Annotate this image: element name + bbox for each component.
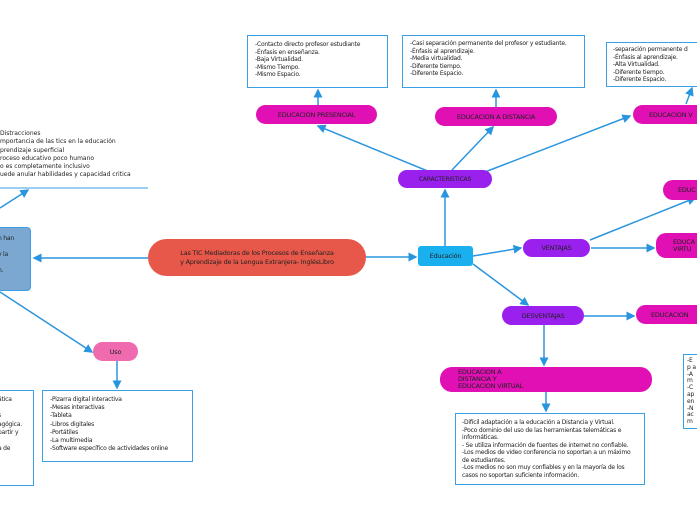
educacion-node[interactable]: Educación (418, 246, 473, 266)
left-bottom-box: ática s agógica. partir y a de (0, 390, 34, 486)
presencial-node[interactable]: EDUCACION PRESENCIAL (256, 105, 377, 124)
desventajas-child-1[interactable]: EDUCACION (636, 305, 697, 324)
distancia-box: -Casi separación permanente del profesor… (402, 35, 585, 88)
ventajas-child-2[interactable]: EDUCA VIRTU (656, 233, 697, 258)
ventajas-node[interactable]: VENTAJAS (523, 239, 590, 257)
uso-node[interactable]: Uso (93, 342, 138, 361)
left-box: n han y la n. (0, 227, 31, 291)
presencial-box: -Contacto directo profesor estudiante -É… (247, 35, 388, 88)
distancia-node[interactable]: EDUCACION A DISTANCIA (435, 107, 557, 126)
virtual-node[interactable]: EDUCACION V (633, 105, 697, 124)
desventajas-child-2[interactable]: EDUCACION A DISTANCIA Y EDUCACION VIRTUA… (440, 367, 652, 392)
desventajas-box: -Difícil adaptación a la educación a Dis… (455, 413, 645, 485)
caracteristicas-node[interactable]: CARACTERISTICAS (398, 170, 492, 188)
top-left-list: Distracciones mportancia de las tics en … (0, 130, 131, 179)
right-box: -E p a -A m -C ap en -N ac m (683, 354, 697, 429)
desventajas-node[interactable]: DESVENTAJAS (502, 306, 584, 325)
virtual-box: -separación permanente d -Énfasis al apr… (606, 42, 697, 87)
uso-box: -Pizarra digital interactiva -Mesas inte… (42, 390, 193, 462)
ventajas-child-1[interactable]: EDUC (663, 180, 697, 200)
central-node[interactable]: Las TIC Mediadoras de los Procesos de En… (148, 239, 366, 276)
